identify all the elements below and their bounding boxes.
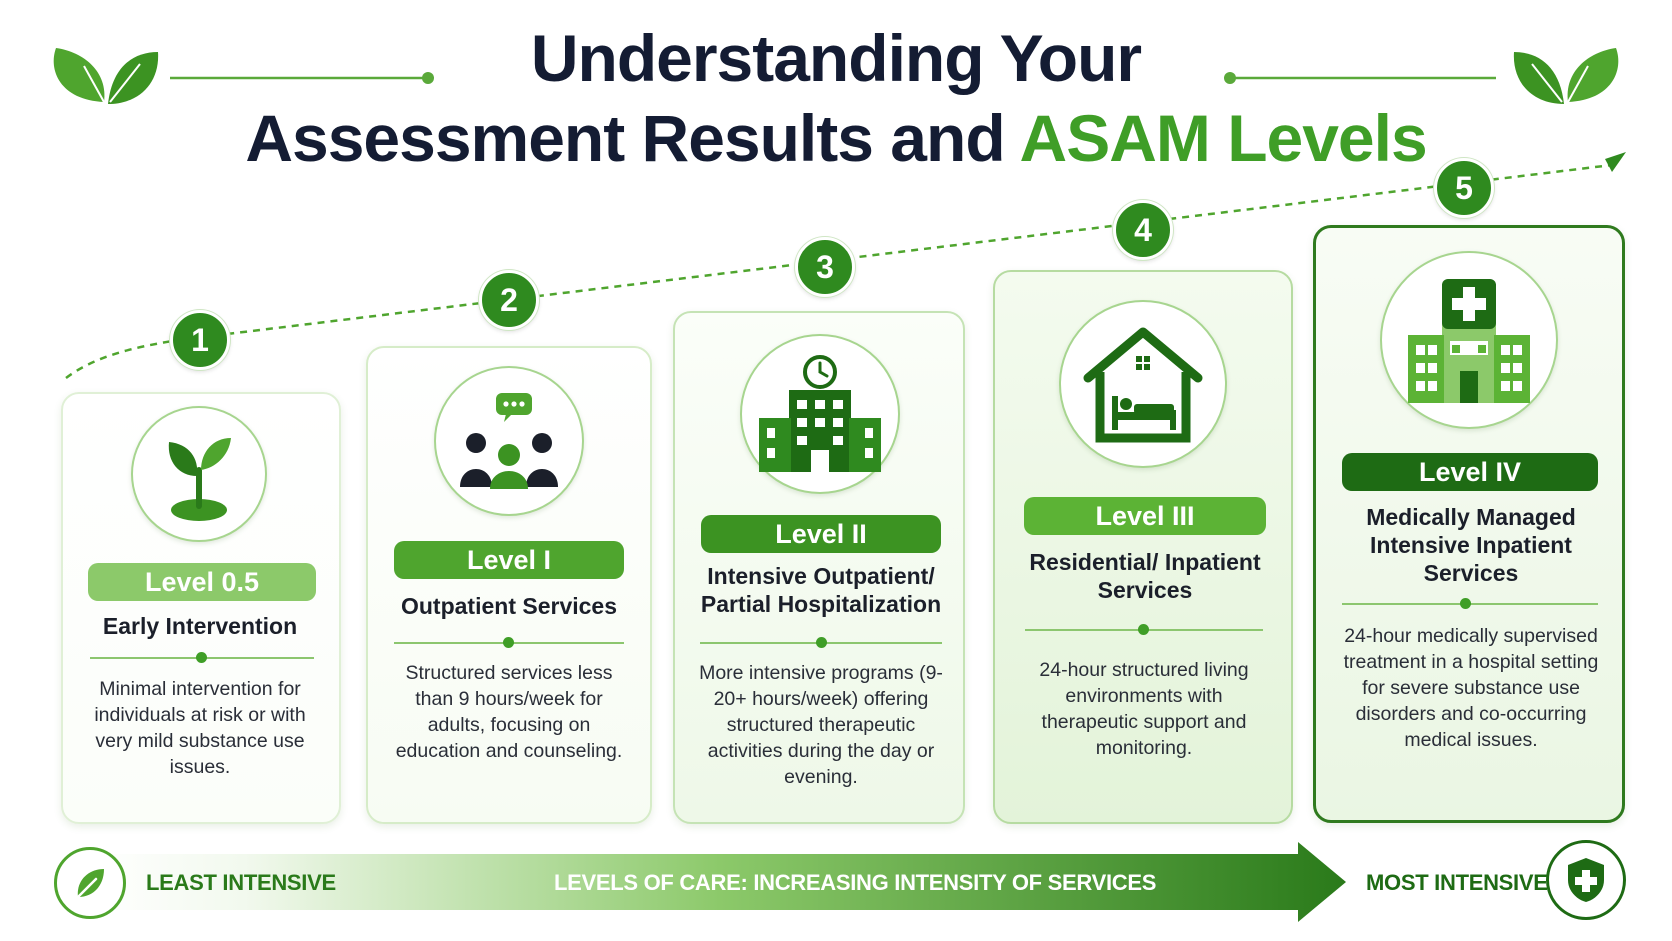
level-card-0-5 [61, 392, 341, 824]
step-badge-2: 2 [479, 270, 539, 330]
card-divider-dot [503, 637, 514, 648]
level-desc-1: Structured services less than 9 hours/we… [395, 662, 623, 762]
most-intensive-badge [1546, 840, 1626, 920]
card-divider-dot [1460, 598, 1471, 609]
least-intensive-label: LEAST INTENSIVE [146, 870, 336, 895]
hospital-cross-icon [1408, 279, 1530, 403]
step-badge-1: 1 [170, 310, 230, 370]
level-pill-1: Level I [394, 541, 624, 579]
level-pill-4: Level IV [1342, 453, 1598, 491]
group-counseling-icon [460, 393, 558, 489]
level-pill-3: Level III [1024, 497, 1266, 535]
level-pill-0-5: Level 0.5 [88, 563, 316, 601]
house-bed-icon [1083, 327, 1203, 443]
step-badge-3: 3 [795, 237, 855, 297]
clinic-building-clock-icon [759, 355, 881, 472]
card-divider-dot [196, 652, 207, 663]
level-desc-2: More intensive programs (9-20+ hours/wee… [699, 662, 943, 788]
icon-circle [131, 406, 267, 542]
level-desc-0-5: Minimal intervention for individuals at … [94, 678, 306, 778]
level-desc-4: 24-hour medically supervised treatment i… [1343, 625, 1599, 751]
step-badge-4: 4 [1113, 200, 1173, 260]
page-title-line1: Understanding Your [530, 21, 1142, 95]
icon-circle [1380, 251, 1558, 429]
card-divider-dot [816, 637, 827, 648]
shield-cross-icon [1568, 858, 1604, 902]
icon-circle [740, 334, 900, 494]
sprout-icon [168, 438, 231, 521]
page-title-line2: Assessment Results and ASAM Levels [0, 100, 1672, 176]
level-desc-3: 24-hour structured living environments w… [1039, 659, 1249, 759]
least-intensive-badge [54, 847, 126, 919]
level-name-3: Residential/ Inpatient Services [1029, 549, 1261, 603]
level-name-0-5: Early Intervention [102, 613, 298, 639]
icon-circle [434, 366, 584, 516]
most-intensive-label: MOST INTENSIVE [1366, 870, 1548, 895]
level-name-2: Intensive Outpatient/ Partial Hospitaliz… [700, 563, 942, 617]
step-badge-5: 5 [1434, 158, 1494, 218]
icon-circle [1059, 300, 1227, 468]
title-plain: Assessment Results and [245, 101, 1005, 175]
leaf-icon [76, 869, 104, 899]
level-name-1: Outpatient Services [400, 593, 618, 619]
level-pill-2: Level II [701, 515, 941, 553]
level-name-4: Medically Managed Intensive Inpatient Se… [1366, 504, 1576, 586]
card-divider-dot [1138, 624, 1149, 635]
title-accent: ASAM Levels [1019, 101, 1428, 175]
intensity-scale-label: LEVELS OF CARE: INCREASING INTENSITY OF … [554, 870, 1157, 895]
